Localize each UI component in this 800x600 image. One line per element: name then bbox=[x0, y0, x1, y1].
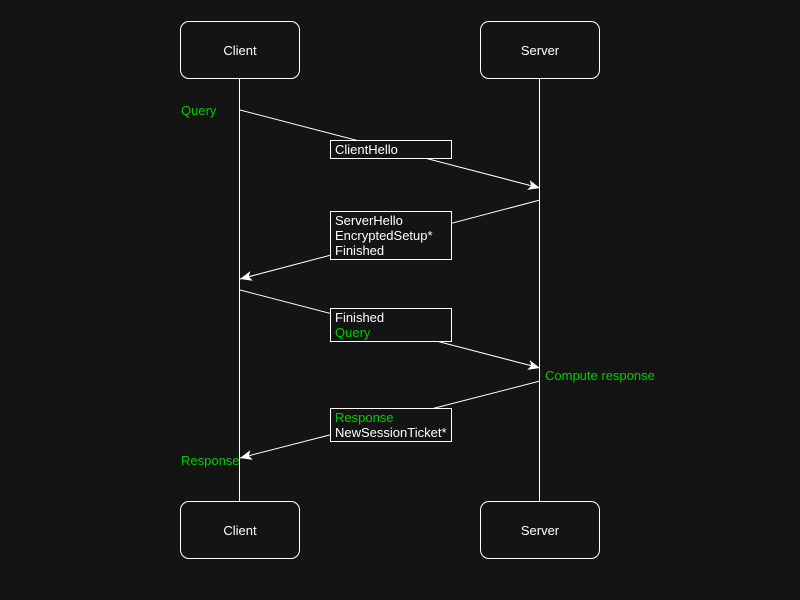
message-label-finished-query: Finished Query bbox=[330, 308, 452, 342]
message-label-serverhello: ServerHello EncryptedSetup* Finished bbox=[330, 211, 452, 260]
message-text: NewSessionTicket* bbox=[335, 425, 447, 440]
annotation-query: Query bbox=[181, 103, 217, 118]
message-label-response-ticket: Response NewSessionTicket* bbox=[330, 408, 452, 442]
message-text: Finished bbox=[335, 310, 385, 325]
message-text: EncryptedSetup* bbox=[335, 228, 433, 243]
actor-server-top: Server bbox=[480, 21, 600, 79]
message-text: ClientHello bbox=[335, 142, 398, 157]
actor-client-bottom-label: Client bbox=[223, 522, 257, 538]
message-text: Finished bbox=[335, 243, 385, 258]
actor-client-top: Client bbox=[180, 21, 300, 79]
message-text: ServerHello bbox=[335, 213, 403, 228]
actor-server-bottom: Server bbox=[480, 501, 600, 559]
message-text-response: Response bbox=[335, 410, 394, 425]
actor-server-top-label: Server bbox=[520, 42, 560, 58]
actor-server-bottom-label: Server bbox=[520, 522, 560, 538]
message-text-query: Query bbox=[335, 325, 371, 340]
message-label-clienthello: ClientHello bbox=[330, 140, 452, 159]
actor-client-bottom: Client bbox=[180, 501, 300, 559]
annotation-compute-response: Compute response bbox=[545, 368, 655, 383]
actor-client-top-label: Client bbox=[223, 42, 257, 58]
annotation-response: Response bbox=[181, 453, 240, 468]
